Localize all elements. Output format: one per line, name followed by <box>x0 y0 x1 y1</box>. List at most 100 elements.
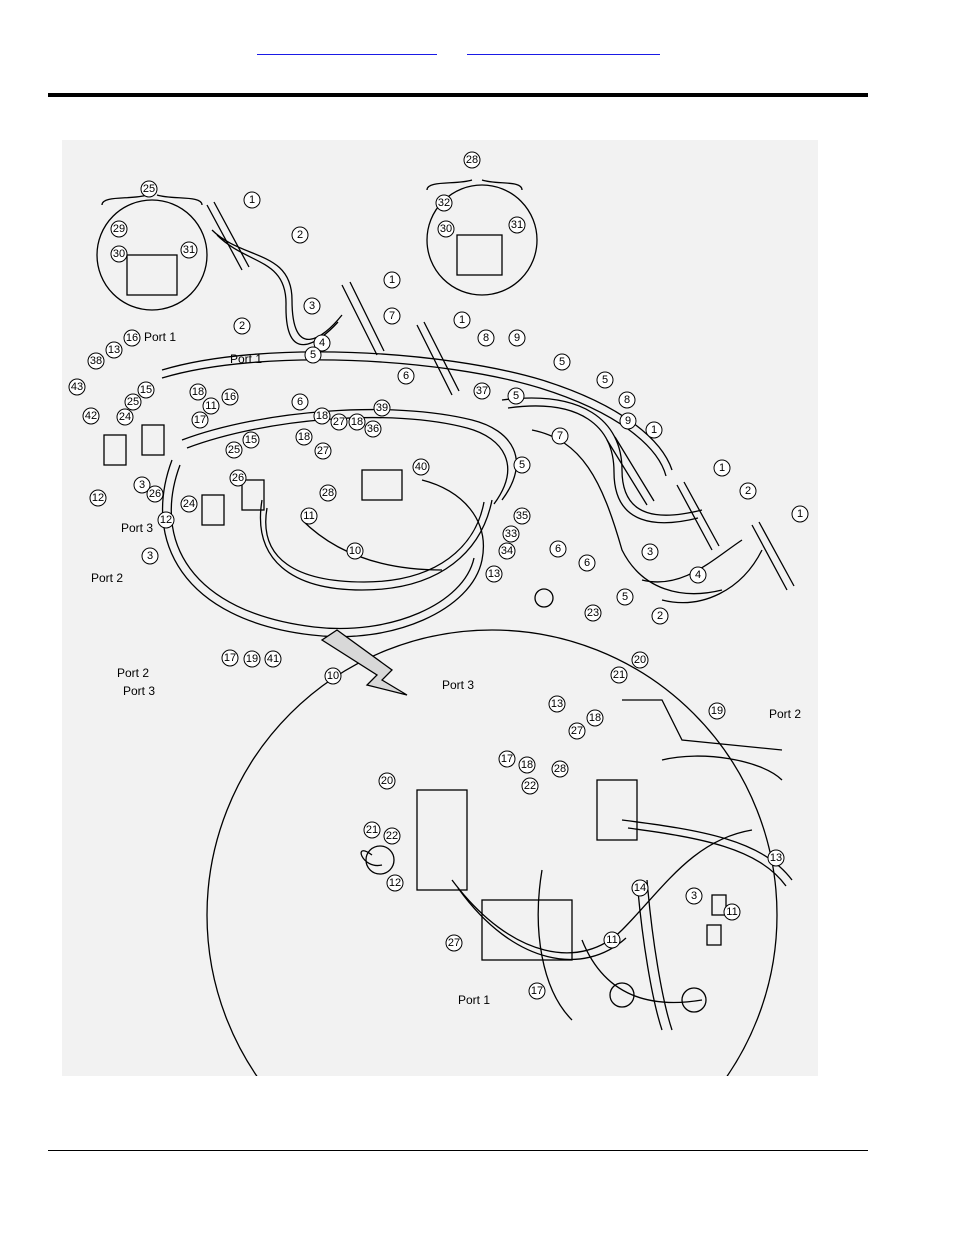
svg-text:3: 3 <box>309 300 315 312</box>
svg-text:5: 5 <box>559 356 565 368</box>
callout-16: 16 <box>221 388 239 406</box>
svg-text:13: 13 <box>108 344 120 356</box>
callout-2: 2 <box>233 317 251 335</box>
port-2-label: Port 2 <box>117 666 149 680</box>
callout-31: 31 <box>180 241 198 259</box>
callout-1: 1 <box>243 191 261 209</box>
svg-text:13: 13 <box>770 852 782 864</box>
svg-text:20: 20 <box>381 775 393 787</box>
callout-41: 41 <box>264 650 282 668</box>
callout-29: 29 <box>110 220 128 238</box>
svg-text:36: 36 <box>367 423 379 435</box>
svg-text:4: 4 <box>695 569 701 581</box>
svg-text:33: 33 <box>505 528 517 540</box>
callout-1: 1 <box>383 271 401 289</box>
svg-text:20: 20 <box>634 654 646 666</box>
svg-text:19: 19 <box>711 705 723 717</box>
svg-text:21: 21 <box>613 669 625 681</box>
callout-19: 19 <box>243 650 261 668</box>
callout-2: 2 <box>291 226 309 244</box>
callout-12: 12 <box>157 511 175 529</box>
svg-text:3: 3 <box>691 890 697 902</box>
svg-text:7: 7 <box>389 310 395 322</box>
callout-25: 25 <box>124 393 142 411</box>
callout-12: 12 <box>386 874 404 892</box>
svg-text:2: 2 <box>239 320 245 332</box>
port-2-label: Port 2 <box>769 707 801 721</box>
callout-18: 18 <box>295 428 313 446</box>
svg-text:6: 6 <box>403 370 409 382</box>
svg-text:26: 26 <box>232 472 244 484</box>
callout-38: 38 <box>87 352 105 370</box>
callout-17: 17 <box>498 750 516 768</box>
callout-12: 12 <box>89 489 107 507</box>
callout-5: 5 <box>304 346 322 364</box>
header-link-2[interactable] <box>467 40 660 55</box>
svg-text:41: 41 <box>267 653 279 665</box>
svg-text:4: 4 <box>319 337 325 349</box>
callout-2: 2 <box>739 482 757 500</box>
svg-text:18: 18 <box>316 410 328 422</box>
svg-text:1: 1 <box>797 508 803 520</box>
callout-5: 5 <box>513 456 531 474</box>
svg-text:17: 17 <box>531 985 543 997</box>
header-link-1[interactable] <box>257 40 437 55</box>
port-3-label: Port 3 <box>121 521 153 535</box>
callout-17: 17 <box>191 411 209 429</box>
callout-1: 1 <box>453 311 471 329</box>
svg-text:1: 1 <box>651 424 657 436</box>
svg-text:10: 10 <box>349 545 361 557</box>
callout-25: 25 <box>140 180 158 198</box>
callout-9: 9 <box>619 412 637 430</box>
hydraulic-parts-diagram: 1 1 1 1 1 1 2 2 2 2 3 3 3 3 3 4 4 5 5 5 … <box>62 140 818 1201</box>
svg-text:6: 6 <box>555 543 561 555</box>
callout-6: 6 <box>291 393 309 411</box>
port-1-label: Port 1 <box>144 330 176 344</box>
callout-40: 40 <box>412 458 430 476</box>
callout-3: 3 <box>133 476 151 494</box>
callout-3: 3 <box>141 547 159 565</box>
callout-15: 15 <box>242 431 260 449</box>
callout-3: 3 <box>685 887 703 905</box>
svg-text:17: 17 <box>194 414 206 426</box>
callout-28: 28 <box>551 760 569 778</box>
callout-26: 26 <box>146 485 164 503</box>
svg-text:22: 22 <box>386 830 398 842</box>
callout-10: 10 <box>324 667 342 685</box>
callout-8: 8 <box>618 391 636 409</box>
svg-text:23: 23 <box>587 607 599 619</box>
svg-text:5: 5 <box>310 349 316 361</box>
callout-32: 32 <box>435 194 453 212</box>
callout-30: 30 <box>110 245 128 263</box>
callout-9: 9 <box>508 329 526 347</box>
svg-text:5: 5 <box>622 591 628 603</box>
callout-6: 6 <box>397 367 415 385</box>
callout-25: 25 <box>225 441 243 459</box>
svg-text:16: 16 <box>126 332 138 344</box>
svg-text:14: 14 <box>634 882 646 894</box>
svg-text:37: 37 <box>476 385 488 397</box>
svg-text:12: 12 <box>92 492 104 504</box>
svg-text:15: 15 <box>245 434 257 446</box>
svg-text:21: 21 <box>366 824 378 836</box>
svg-text:38: 38 <box>90 355 102 367</box>
callout-3: 3 <box>303 297 321 315</box>
callout-35: 35 <box>513 507 531 525</box>
svg-text:27: 27 <box>333 416 345 428</box>
svg-text:28: 28 <box>466 154 478 166</box>
svg-text:13: 13 <box>488 568 500 580</box>
header-rule <box>48 93 868 97</box>
callout-37: 37 <box>473 382 491 400</box>
svg-text:25: 25 <box>143 183 155 195</box>
svg-text:31: 31 <box>511 219 523 231</box>
svg-text:25: 25 <box>127 396 139 408</box>
callout-6: 6 <box>549 540 567 558</box>
callout-2: 2 <box>651 607 669 625</box>
callout-27: 27 <box>330 413 348 431</box>
svg-text:1: 1 <box>719 462 725 474</box>
callout-19: 19 <box>708 702 726 720</box>
svg-text:25: 25 <box>228 444 240 456</box>
callout-33: 33 <box>502 525 520 543</box>
callout-43: 43 <box>68 378 86 396</box>
svg-text:31: 31 <box>183 244 195 256</box>
